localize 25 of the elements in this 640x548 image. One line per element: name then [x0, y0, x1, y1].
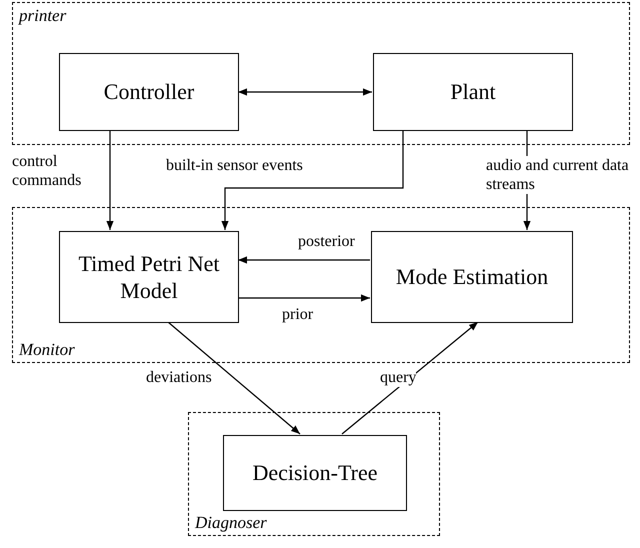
box-label: Controller: [102, 78, 196, 106]
arrow: [238, 88, 372, 96]
group-label: Monitor: [19, 338, 75, 360]
process-box: [373, 53, 573, 131]
group-label: Diagnoser: [195, 512, 267, 533]
process-box: [59, 53, 239, 131]
arrow: [238, 256, 370, 264]
dashed-group-box: [12, 2, 630, 145]
dashed-group-box: [12, 207, 630, 363]
group-label: printer: [19, 5, 66, 26]
arrow: [168, 322, 300, 434]
box-label: Plant: [449, 78, 497, 106]
box-label: Decision-Tree: [251, 459, 379, 487]
arrow: [238, 294, 370, 302]
arrow: [342, 322, 478, 434]
box-label: Timed Petri Net Model: [78, 250, 220, 304]
arrow: [106, 130, 114, 230]
dashed-group-box: [188, 412, 440, 536]
process-box: [223, 435, 407, 511]
edge-label: prior: [282, 305, 314, 324]
edge-label: posterior: [298, 232, 355, 252]
process-box: [59, 231, 239, 323]
process-box: [371, 231, 573, 323]
arrow: [221, 130, 404, 230]
box-label: Mode Estimation: [394, 263, 550, 291]
